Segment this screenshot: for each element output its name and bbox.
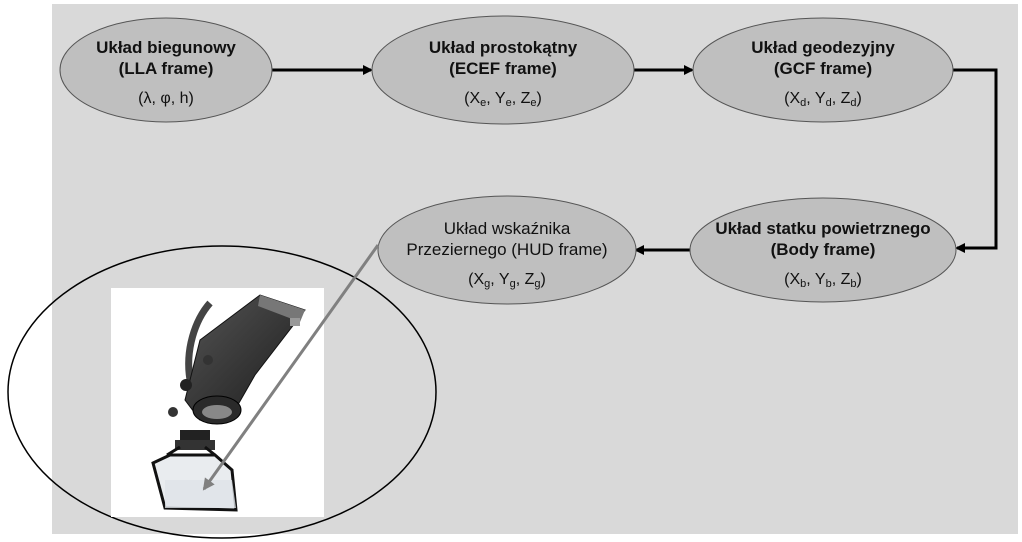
hud-callout-ellipse	[7, 245, 437, 539]
node-gcf-ellipse	[692, 17, 954, 123]
hud-device-image	[111, 288, 324, 517]
node-ecef-ellipse	[371, 15, 635, 125]
hud-pointer-line	[202, 244, 380, 491]
node-hud-ellipse	[377, 195, 637, 305]
node-lla-ellipse	[59, 17, 273, 123]
node-body-ellipse	[689, 197, 957, 303]
arrow-gcf-to-body	[953, 68, 998, 253]
